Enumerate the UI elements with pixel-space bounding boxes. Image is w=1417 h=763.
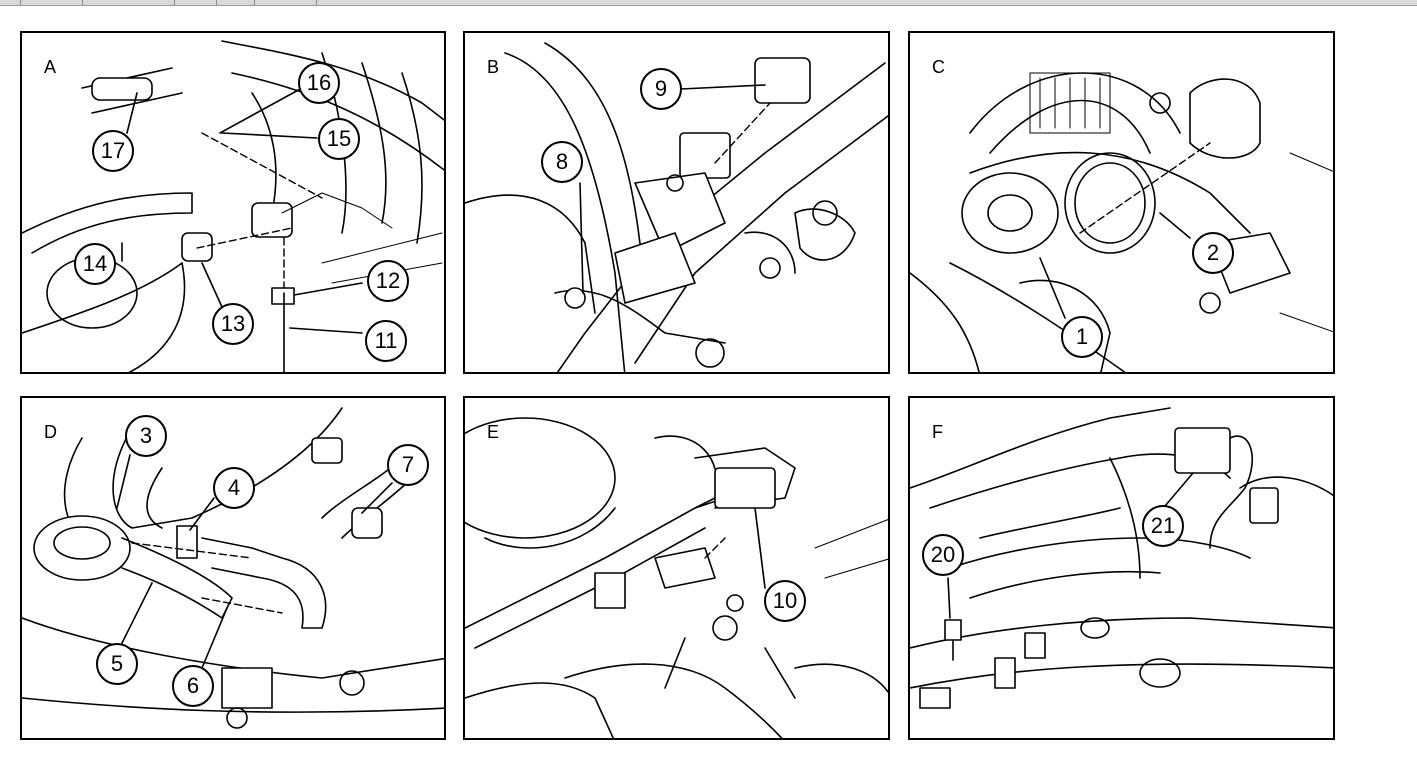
callout-11: 11 [365, 320, 407, 362]
panel-e: E 10 [463, 396, 890, 740]
panel-e-letter: E [487, 422, 500, 442]
callout-5: 5 [96, 643, 138, 685]
callout-3: 3 [125, 415, 167, 457]
callout-8: 8 [541, 141, 583, 183]
panel-a-letter: A [44, 57, 57, 77]
panel-d-letter: D [44, 422, 57, 442]
panel-b: B 9 8 [463, 31, 890, 374]
top-toolbar-strip [0, 0, 1417, 6]
callout-20: 20 [922, 534, 964, 576]
panel-e-drawing [465, 417, 888, 738]
panel-c: C 2 1 [908, 31, 1335, 374]
callout-13: 13 [212, 303, 254, 345]
panel-f-letter: F [932, 422, 943, 442]
callout-1: 1 [1061, 316, 1103, 358]
callout-21: 21 [1142, 505, 1184, 547]
callout-16: 16 [298, 62, 340, 104]
callout-4: 4 [213, 467, 255, 509]
panel-a: A 16 15 17 14 13 12 11 [20, 31, 446, 374]
callout-12: 12 [367, 260, 409, 302]
callout-9: 9 [640, 68, 682, 110]
callout-14: 14 [74, 243, 116, 285]
panel-d-drawing [22, 407, 444, 729]
callout-7: 7 [387, 444, 429, 486]
panel-b-letter: B [487, 57, 500, 77]
panel-f-drawing [910, 407, 1333, 709]
callout-15: 15 [318, 118, 360, 160]
callout-2: 2 [1192, 232, 1234, 274]
panel-c-letter: C [932, 57, 945, 77]
panel-f: F 20 21 [908, 396, 1335, 740]
callout-10: 10 [764, 580, 806, 622]
callout-17: 17 [92, 130, 134, 172]
panel-b-drawing [465, 42, 888, 372]
panel-c-drawing [910, 72, 1333, 372]
panel-d: D 3 4 7 5 6 [20, 396, 446, 740]
callout-6: 6 [172, 665, 214, 707]
